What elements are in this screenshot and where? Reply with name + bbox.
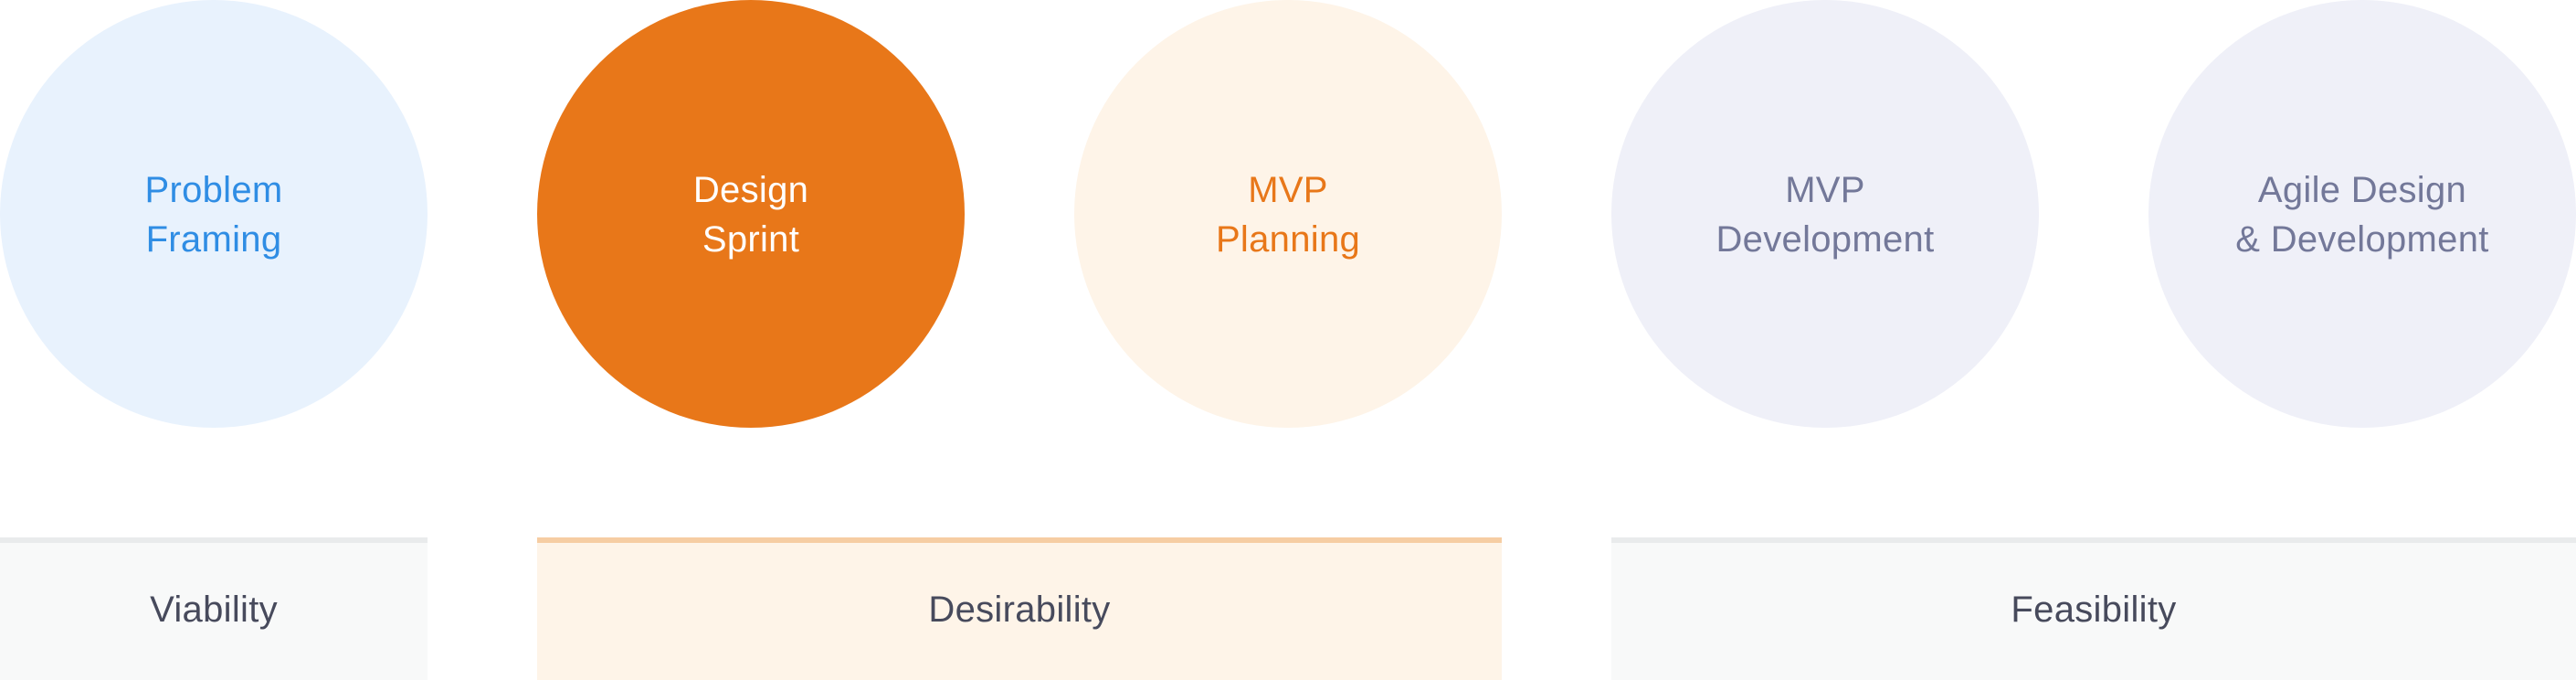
category-bar-viability: Viability — [0, 537, 428, 680]
category-label-feasibility: Feasibility — [2011, 589, 2177, 630]
step-circle-mvp-planning: MVP Planning — [1074, 0, 1502, 428]
category-bar-feasibility: Feasibility — [1611, 537, 2576, 680]
step-label-problem-framing: Problem Framing — [144, 170, 283, 260]
category-label-viability: Viability — [150, 589, 278, 630]
step-circle-mvp-development: MVP Development — [1611, 0, 2039, 428]
step-label-mvp-planning: MVP Planning — [1215, 170, 1361, 260]
step-label-mvp-development: MVP Development — [1716, 170, 1935, 260]
step-circle-agile-design-development: Agile Design & Development — [2148, 0, 2576, 428]
step-circle-problem-framing: Problem Framing — [0, 0, 428, 428]
category-bar-desirability: Desirability — [537, 537, 1502, 680]
category-label-desirability: Desirability — [928, 589, 1111, 630]
step-circle-design-sprint: Design Sprint — [537, 0, 965, 428]
step-label-design-sprint: Design Sprint — [692, 170, 809, 260]
step-label-agile-design-development: Agile Design & Development — [2235, 170, 2489, 260]
